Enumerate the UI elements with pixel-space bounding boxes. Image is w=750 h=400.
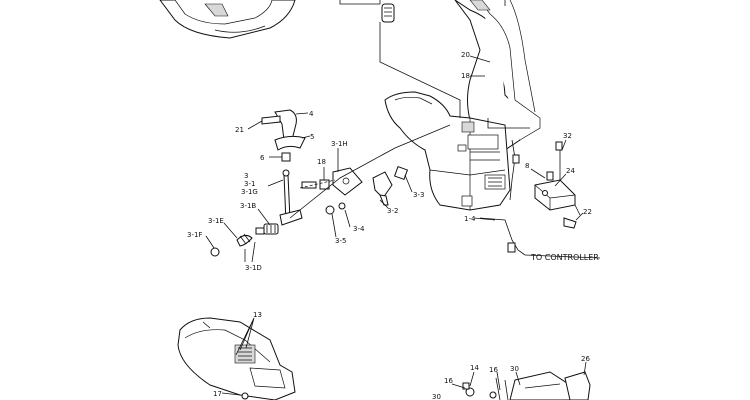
spring-3-1D xyxy=(236,223,279,247)
callout-26: 26 xyxy=(581,355,590,363)
callout-3-5: 3-5 xyxy=(335,237,346,245)
callout-16-right: 16 xyxy=(489,366,498,374)
callout-21: 21 xyxy=(235,126,244,134)
bolt-3-3 xyxy=(393,165,409,181)
callout-3-1E: 3-1E xyxy=(208,217,224,225)
callout-22: 22 xyxy=(583,208,592,216)
lever-cover-5 xyxy=(274,135,306,151)
callout-1-4: 1-4 xyxy=(464,215,476,223)
callout-6: 6 xyxy=(260,154,265,162)
bolt-6 xyxy=(281,152,291,162)
small-parts-3-4-3-5 xyxy=(301,179,346,215)
side-console-tower xyxy=(454,0,541,151)
wire-harness xyxy=(479,139,601,259)
callout-3: 3 xyxy=(244,172,248,180)
screw-17 xyxy=(241,392,249,400)
callout-30-left: 30 xyxy=(432,393,441,400)
callout-18-tower: 18 xyxy=(461,72,470,80)
callout-8: 8 xyxy=(525,162,529,170)
to-controller-label: TO CONTROLLER xyxy=(530,253,599,262)
callout-3-1B: 3-1B xyxy=(240,202,256,210)
callout-3-1F: 3-1F xyxy=(187,231,202,239)
callout-3-1D: 3-1D xyxy=(245,264,262,272)
callout-3-4: 3-4 xyxy=(353,225,365,233)
callout-32: 32 xyxy=(563,132,572,140)
bracket-3-1H xyxy=(332,167,363,196)
callout-30-right: 30 xyxy=(510,365,519,373)
callout-20: 20 xyxy=(461,51,470,59)
leader-lines xyxy=(205,55,587,396)
callout-18-lever: 18 xyxy=(317,158,326,166)
pin-3-2 xyxy=(372,171,393,206)
lever-console-body xyxy=(384,91,511,211)
top-bracket-part xyxy=(339,0,395,23)
nut-3-1F xyxy=(210,247,220,257)
callout-16-left: 16 xyxy=(444,377,453,385)
callout-3-1: 3-1 xyxy=(244,180,255,188)
callout-24: 24 xyxy=(566,167,575,175)
callout-13: 13 xyxy=(253,311,262,319)
bottom-right-assembly xyxy=(462,371,591,400)
callout-3-2: 3-2 xyxy=(387,207,398,215)
callout-17: 17 xyxy=(213,390,222,398)
callout-3-1H: 3-1H xyxy=(331,140,348,148)
callout-14: 14 xyxy=(470,364,479,372)
callout-3-1G: 3-1G xyxy=(241,188,258,196)
lever-knob-21 xyxy=(261,109,297,141)
callout-4: 4 xyxy=(309,110,314,118)
switch-box xyxy=(534,141,581,229)
callout-5: 5 xyxy=(310,133,314,141)
console-top-left xyxy=(159,0,296,39)
bottom-console-13 xyxy=(177,317,296,400)
callout-3-3: 3-3 xyxy=(413,191,424,199)
